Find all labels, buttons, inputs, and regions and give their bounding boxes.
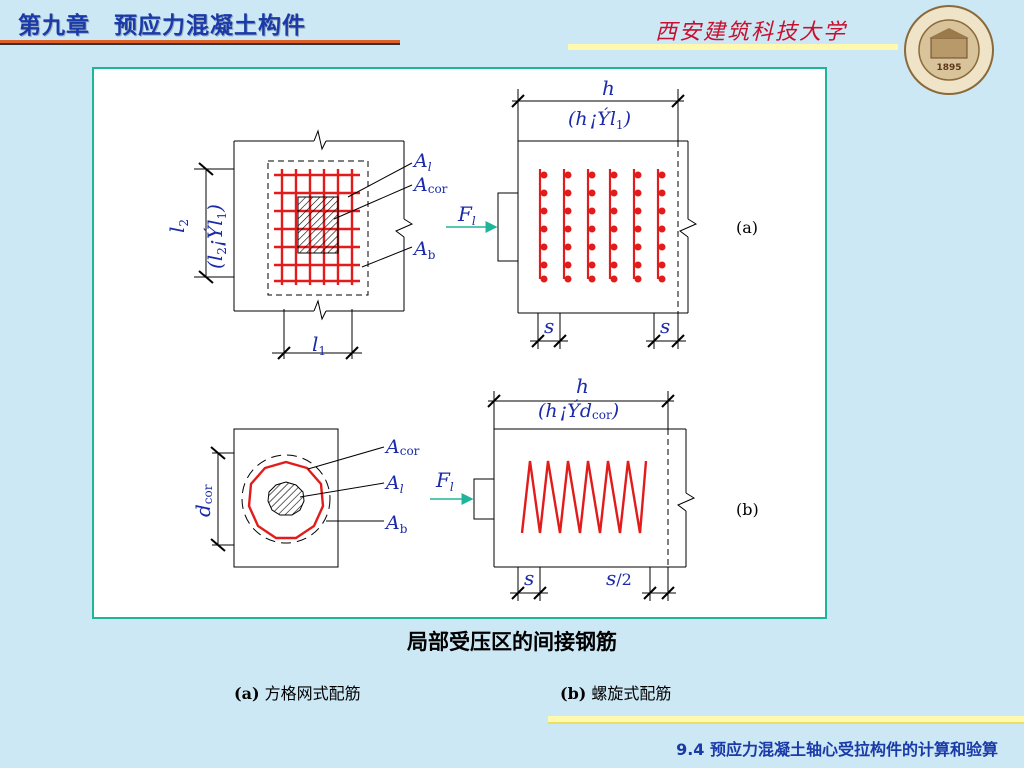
diagram-a-plan [194, 129, 414, 360]
footer-rule-accent [548, 722, 1024, 724]
label-b-Ab: Ab [384, 512, 408, 536]
university-seal-logo: 1895 [904, 5, 994, 95]
header-right-rule [568, 44, 898, 50]
rebar-mesh-elevation [538, 169, 666, 283]
label-b-h-paren: (h¡Ýdcor) [538, 399, 619, 422]
spiral-rebar-elevation [520, 460, 648, 534]
label-a-F1: Fl [457, 202, 476, 228]
label-a-h-paren: (h¡Ýl1) [568, 107, 631, 132]
label-b-A1: Al [384, 472, 404, 496]
chapter-title: 第九章 预应力混凝土构件 [18, 13, 306, 39]
label-b-dcor-side: dcor [191, 484, 215, 517]
label-b-F1: Fl [435, 468, 454, 494]
label-a-Ab: Ab [412, 238, 436, 262]
seal-year: 1895 [936, 63, 961, 73]
diagram-b-plan [210, 428, 385, 568]
title-underline-dark [0, 43, 400, 45]
label-b-Acor: Acor [384, 436, 420, 458]
diagram-b-elevation-labels: h (h¡Ýdcor) Fl s s/2 (b) [435, 374, 759, 590]
diagram-a-labels: Al Acor Ab l2 (l2¡Ýl1) l1 [165, 150, 448, 358]
diagram-b-elevation [430, 391, 696, 601]
label-a-s-left: s [544, 314, 554, 338]
tag-a: (a) [736, 218, 758, 237]
label-a-l2: l2 [165, 219, 191, 233]
figure-diagram: Al Acor Ab l2 (l2¡Ýl1) l1 [165, 76, 759, 601]
label-b-h: h [576, 374, 589, 398]
figure-frame: Al Acor Ab l2 (l2¡Ýl1) l1 [92, 67, 827, 619]
label-a-Acor: Acor [412, 174, 448, 196]
label-a-h: h [602, 76, 615, 100]
tag-b: (b) [736, 500, 759, 519]
figure-caption: 局部受压区的间接钢筋 [407, 629, 617, 654]
label-a-A1: Al [412, 150, 432, 174]
sub-caption-a: (a) 方格网式配筋 [234, 684, 361, 703]
diagram-a-elevation-labels: h (h¡Ýl1) Fl s s (a) [457, 76, 758, 338]
label-b-s: s [524, 566, 534, 590]
section-footer: 9.4 预应力混凝土轴心受拉构件的计算和验算 [676, 740, 998, 759]
diagram-b-plan-labels: Acor Al Ab dcor [191, 436, 420, 536]
university-name: 西安建筑科技大学 [655, 20, 848, 45]
diagram-a-elevation [446, 89, 698, 349]
title-underline-red [0, 40, 400, 43]
label-b-s-half: s/2 [606, 566, 632, 590]
sub-caption-b: (b) 螺旋式配筋 [560, 684, 672, 703]
label-a-s-right: s [660, 314, 670, 338]
label-a-l1: l1 [312, 332, 326, 358]
label-a-l2-paren: (l2¡Ýl1) [203, 204, 229, 269]
footer-rule [548, 716, 1024, 722]
